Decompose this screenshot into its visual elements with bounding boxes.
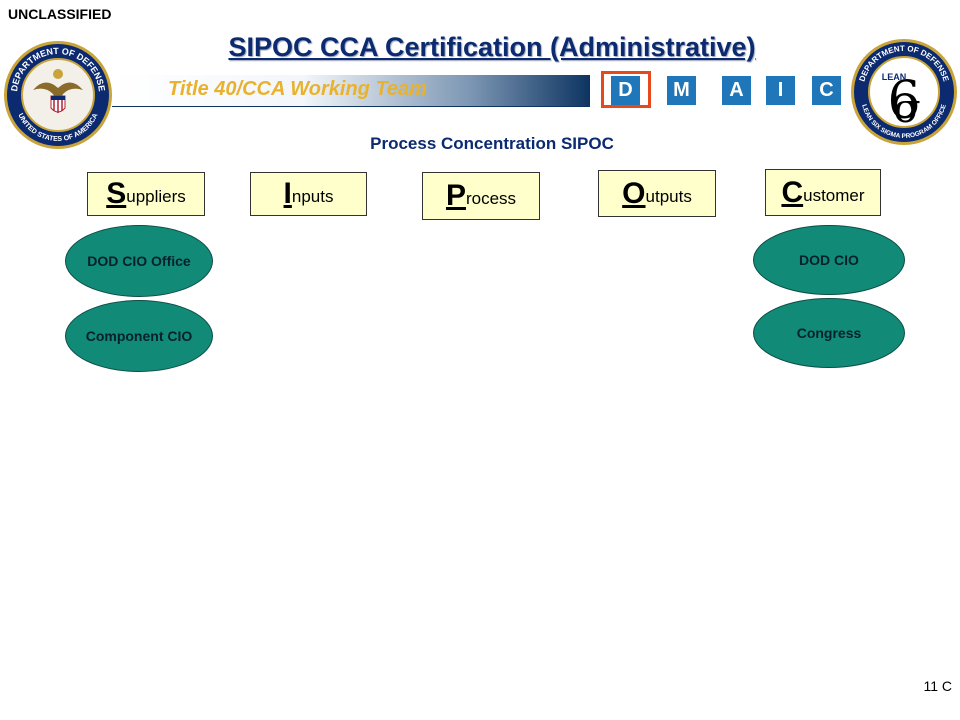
banner-text: Title 40/CCA Working Team [168,78,427,100]
svg-text:σ: σ [893,86,920,132]
customer-oval: DOD CIO [753,225,905,295]
slide-title: SIPOC CCA Certification (Administrative) [228,32,756,62]
lean-six-sigma-seal-logo: 6 σ LEAN DEPARTMENT OF DEFENSE LEAN SIX … [850,38,958,146]
phase-analyze: A [722,76,751,105]
customer-oval: Congress [753,298,905,368]
supplier-oval: Component CIO [65,300,213,372]
outputs-initial: O [622,176,646,210]
slide-number: 11 C [923,678,952,694]
active-phase-highlight [601,71,651,108]
diagram-subtitle: Process Concentration SIPOC [370,134,614,153]
process-initial: P [445,179,466,212]
phase-measure: M [667,76,696,105]
supplier-oval: DOD CIO Office [65,225,213,297]
inputs-rest: nputs [291,187,334,206]
dod-seal-logo: DEPARTMENT OF DEFENSE UNITED STATES OF A… [3,40,113,150]
suppliers-rest: uppliers [126,187,186,206]
inputs-initial: I [283,177,292,210]
suppliers-initial: S [106,177,127,210]
lss-seal-badge: LEAN [882,72,907,82]
outputs-rest: utputs [645,186,692,206]
title-banner [112,75,590,107]
svg-text:6: 6 [887,71,920,131]
classification-label: UNCLASSIFIED [8,6,112,22]
phase-improve: I [766,76,795,105]
phase-control: C [812,76,841,105]
customer-rest: ustomer [803,185,865,205]
process-rest: rocess [465,189,517,208]
phase-define: D [611,76,640,105]
customer-initial: C [781,175,804,209]
